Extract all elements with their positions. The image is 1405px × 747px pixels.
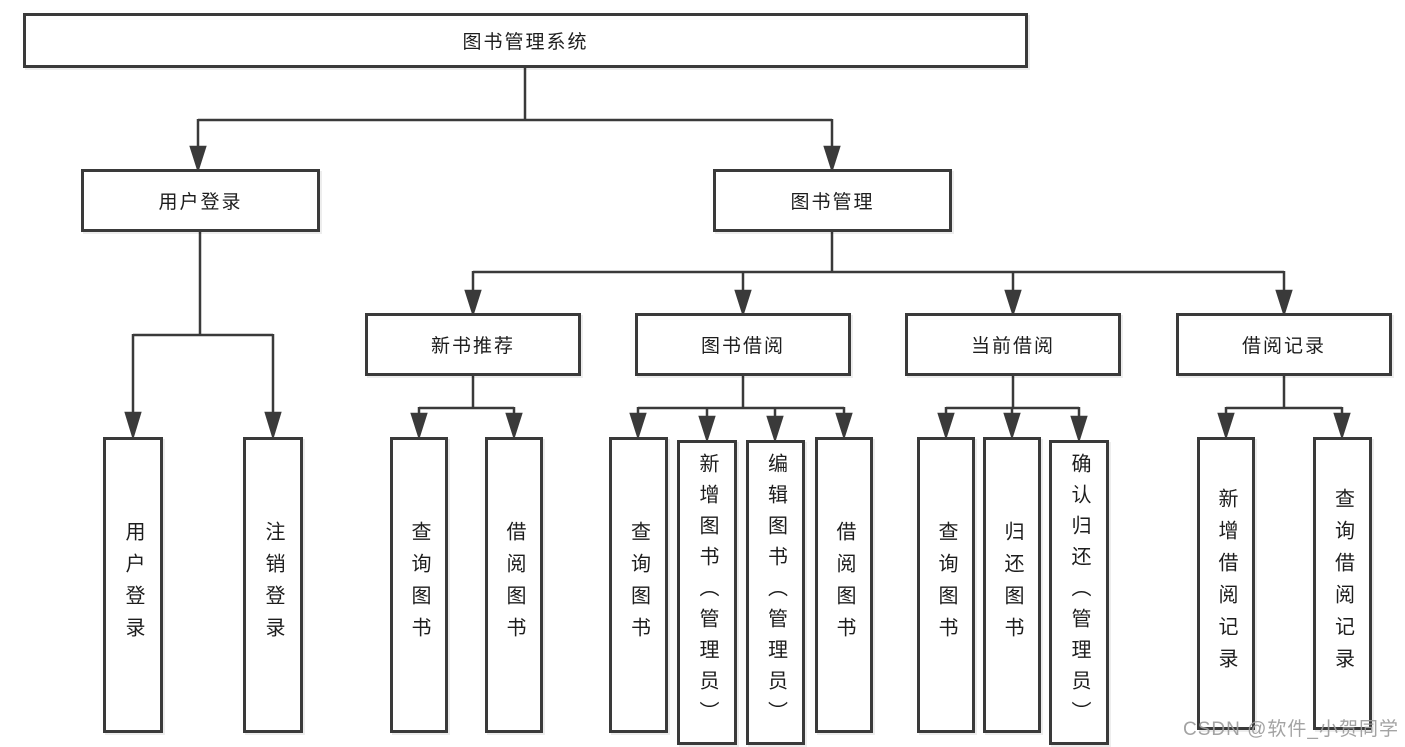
node-user-login-label: 用户登录 xyxy=(158,192,243,213)
leaf-bb-borrow-book-label: 借阅图书 xyxy=(833,521,855,649)
connector-root-to-level2 xyxy=(189,68,841,174)
leaf-nbr-borrow-book: 借阅图书 xyxy=(485,437,543,733)
node-book-borrow: 图书借阅 xyxy=(635,313,851,376)
leaf-user-login: 用户登录 xyxy=(103,437,163,733)
leaf-cb-return-book-label: 归还图书 xyxy=(1001,521,1023,649)
leaf-logout-label: 注销登录 xyxy=(262,521,284,649)
leaf-cb-confirm-return-admin-label: 确认归还（管理员） xyxy=(1068,453,1090,732)
leaf-br-query-record: 查询借阅记录 xyxy=(1313,437,1372,730)
node-current-borrow: 当前借阅 xyxy=(905,313,1121,376)
leaf-br-add-record: 新增借阅记录 xyxy=(1197,437,1255,730)
node-new-book-rec: 新书推荐 xyxy=(365,313,581,376)
leaf-cb-confirm-return-admin: 确认归还（管理员） xyxy=(1049,440,1109,745)
node-book-mgmt-label: 图书管理 xyxy=(790,192,875,213)
connector-current-borrow-children xyxy=(937,376,1088,444)
leaf-bb-query-book: 查询图书 xyxy=(609,437,668,733)
node-book-borrow-label: 图书借阅 xyxy=(700,336,785,357)
connector-book-mgmt-children xyxy=(464,232,1293,318)
connector-book-borrow-children xyxy=(629,376,853,444)
node-root-label: 图书管理系统 xyxy=(462,32,589,53)
node-new-book-rec-label: 新书推荐 xyxy=(430,336,515,357)
leaf-bb-edit-book-admin-label: 编辑图书（管理员） xyxy=(764,453,787,732)
node-current-borrow-label: 当前借阅 xyxy=(970,336,1055,357)
leaf-cb-query-book: 查询图书 xyxy=(917,437,975,733)
node-borrow-records-label: 借阅记录 xyxy=(1241,336,1326,357)
leaf-nbr-query-book-label: 查询图书 xyxy=(408,521,430,649)
node-borrow-records: 借阅记录 xyxy=(1176,313,1392,376)
leaf-bb-query-book-label: 查询图书 xyxy=(627,521,650,649)
leaf-cb-return-book: 归还图书 xyxy=(983,437,1041,733)
node-book-mgmt: 图书管理 xyxy=(713,169,952,232)
node-root: 图书管理系统 xyxy=(23,13,1028,68)
node-user-login: 用户登录 xyxy=(81,169,320,232)
csdn-watermark: CSDN @软件_小贺同学 xyxy=(1183,719,1399,740)
connector-borrow-records-children xyxy=(1217,376,1351,441)
leaf-nbr-query-book: 查询图书 xyxy=(390,437,448,733)
connector-user-login-children xyxy=(124,232,282,441)
leaf-bb-borrow-book: 借阅图书 xyxy=(815,437,873,733)
leaf-cb-query-book-label: 查询图书 xyxy=(935,521,957,649)
leaf-bb-add-book-admin: 新增图书（管理员） xyxy=(677,440,737,745)
leaf-user-login-label: 用户登录 xyxy=(122,521,144,649)
connector-new-book-rec-children xyxy=(410,376,523,441)
leaf-br-add-record-label: 新增借阅记录 xyxy=(1215,487,1237,680)
leaf-bb-add-book-admin-label: 新增图书（管理员） xyxy=(696,453,718,732)
leaf-logout: 注销登录 xyxy=(243,437,303,733)
leaf-nbr-borrow-book-label: 借阅图书 xyxy=(503,521,525,649)
leaf-br-query-record-label: 查询借阅记录 xyxy=(1331,487,1354,680)
leaf-bb-edit-book-admin: 编辑图书（管理员） xyxy=(746,440,805,745)
